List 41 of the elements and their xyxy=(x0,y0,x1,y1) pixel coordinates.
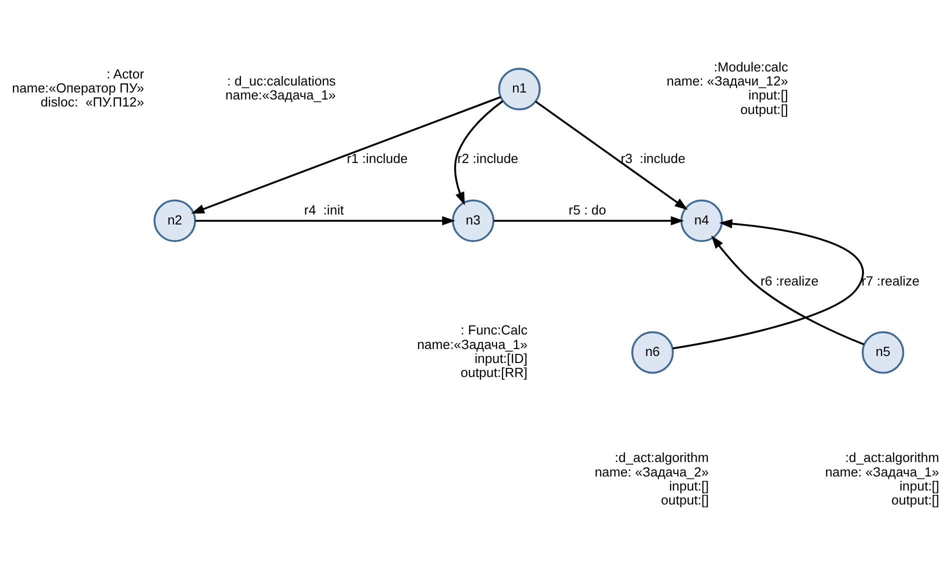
node-label: : d_uc:calculations xyxy=(227,73,336,88)
arrow xyxy=(195,216,456,226)
arrow xyxy=(494,216,684,226)
node-label: name:«Задача_1» xyxy=(417,336,528,352)
edge-label: r1 :include xyxy=(346,150,408,166)
node-label: name: «Задача_2» xyxy=(594,464,709,480)
node-circle: n3 xyxy=(452,200,494,242)
node-label: input:[] xyxy=(669,478,709,494)
edge-label: r3 :include xyxy=(620,150,686,166)
node-label: name:«Задача_1» xyxy=(225,88,336,103)
node-circle: n4 xyxy=(680,200,723,242)
node-label: : Func:Calc xyxy=(460,322,528,338)
node-label: :d_act:algorithm xyxy=(614,450,709,466)
node-circle: n6 xyxy=(631,331,674,374)
arrow xyxy=(191,96,501,214)
edge-label: r5 : do xyxy=(568,202,606,218)
arrow xyxy=(454,100,504,206)
edge-label: r7 :realize xyxy=(862,274,920,289)
node-circle: n1 xyxy=(498,68,541,110)
arrow xyxy=(535,100,688,210)
node-label: output:[] xyxy=(740,102,788,117)
arrow xyxy=(672,219,864,350)
node-label: input:[ID] xyxy=(474,351,528,366)
node-label: output:[] xyxy=(891,492,940,508)
node-circle: n5 xyxy=(862,331,904,374)
node-label: :d_act:algorithm xyxy=(845,450,940,466)
edge-label: r2 :include xyxy=(457,150,518,166)
edge-label: r6 :realize xyxy=(760,274,818,289)
node-label: output:[] xyxy=(661,492,709,508)
node-circle: n2 xyxy=(154,200,196,242)
node-label: name: «Задача_1» xyxy=(825,464,940,480)
node-label: name: «Задачи_12» xyxy=(666,73,788,88)
arrow xyxy=(711,235,864,346)
node-label: input:[] xyxy=(899,478,940,494)
node-label: input:[] xyxy=(748,88,788,103)
node-label: : Actor xyxy=(106,66,144,82)
node-label: disloc: «ПУ.П12» xyxy=(40,94,144,110)
node-label: :Module:calc xyxy=(714,59,788,74)
node-label: output:[RR] xyxy=(460,365,528,380)
edge-label: r4 :init xyxy=(304,202,344,218)
node-label: name:«Оператор ПУ» xyxy=(12,80,144,96)
